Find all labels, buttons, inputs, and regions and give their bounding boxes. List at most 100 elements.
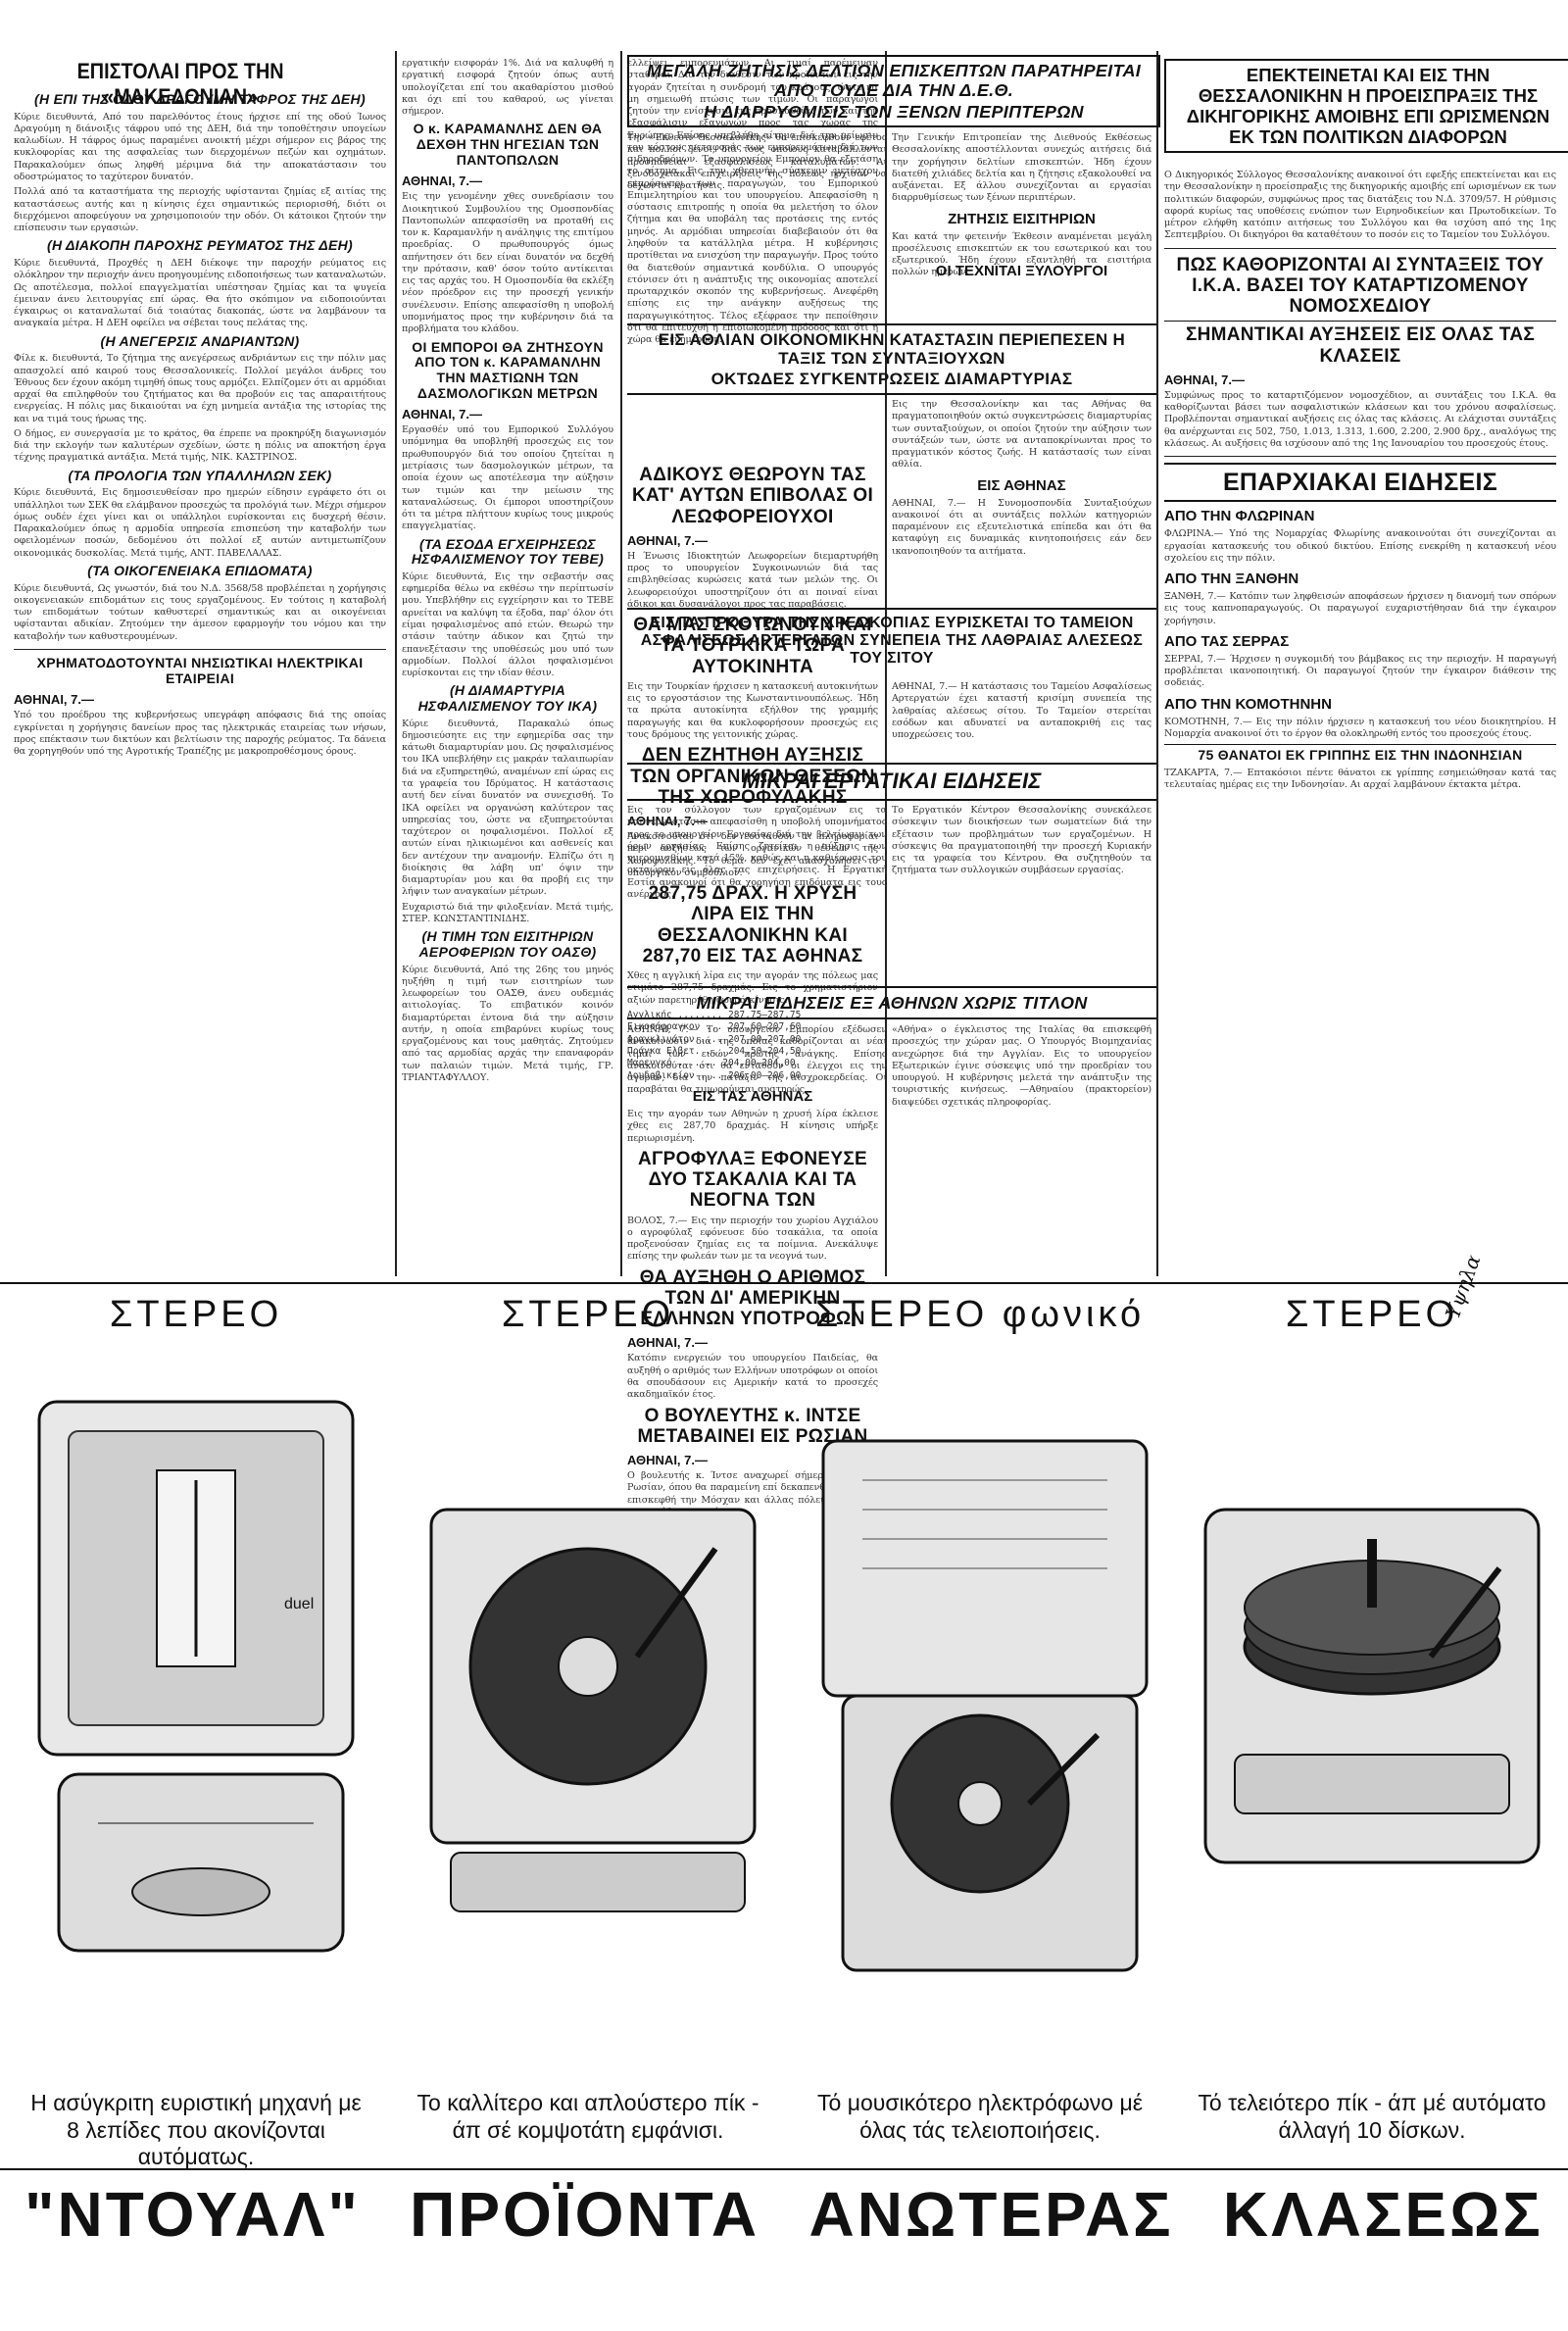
ad-heading: ΣΤΕΡΕΟ — [501, 1294, 675, 1335]
column-rule — [1156, 51, 1158, 1276]
article-text: Υπό του προέδρου της κυβερνήσεως υπεγράφ… — [14, 710, 386, 758]
article-text: Κύριε διευθυντά, Εις την σεβαστήν σας εφ… — [402, 570, 613, 679]
table-row: Φραγκλινάτον .... 207,00—207,00 — [627, 1033, 802, 1045]
column-3-mid: Την «Έκθεσιν Θεσσαλονίκης» θα επισκεφθού… — [627, 129, 887, 195]
news-heading: ΟΙ ΕΜΠΟΡΟΙ ΘΑ ΖΗΤΗΣΟΥΝ ΑΠΟ ΤΟΝ κ. ΚΑΡΑΜΑ… — [412, 338, 604, 401]
ad-heading: ΣΤΕΡΕΟ — [1285, 1294, 1459, 1335]
letter-heading: (ΤΑ ΕΣΟΔΑ ΕΓΧΕΙΡΗΣΕΩΣ ΗΣΦΑΛΙΣΜΕΝΟΥ ΤΟΥ Τ… — [411, 535, 605, 568]
column6-title: ΕΠΕΚΤΕΙΝΕΤΑΙ ΚΑΙ ΕΙΣ ΤΗΝ ΘΕΣΣΑΛΟΝΙΚΗΝ Η … — [1164, 59, 1568, 154]
column-4-lower: ΑΘΗΝΑΙ, 7.— Η κατάστασις του Ταμείου Ασφ… — [892, 678, 1152, 744]
headline-text: ΟΚΤΩΔΕΣ ΣΥΓΚΕΝΤΡΩΣΕΙΣ ΔΙΑΜΑΡΤΥΡΙΑΣ — [710, 370, 1073, 389]
headline-text: ΜΕΓΑΛΗ ΖΗΤΗΣΙΣ ΔΕΛΤΙΩΝ ΕΠΙΣΚΕΠΤΩΝ ΠΑΡΑΤΗ… — [646, 61, 1142, 101]
article-text: Κύριε διευθυντά, Παρακαλώ όπως δημοσιεύσ… — [402, 718, 613, 898]
news-heading: ΑΓΡΟΦΥΛΑΞ ΕΦΟΝΕΥΣΕ ΔΥΟ ΤΣΑΚΑΛΙΑ ΚΑΙ ΤΑ Ν… — [637, 1148, 868, 1212]
column-rule — [885, 51, 887, 1276]
dateline: ΑΘΗΝΑΙ, 7.— — [627, 1335, 708, 1351]
article-text: ΞΑΝΘΗ, 7.— Κατόπιν των ληφθεισών αποφάσε… — [1164, 591, 1556, 626]
letter-heading: (Η ΔΙΑΚΟΠΗ ΠΑΡΟΧΗΣ ΡΕΥΜΑΤΟΣ ΤΗΣ ΔΕΗ) — [46, 237, 354, 254]
dateline: ΑΘΗΝΑΙ, 7.— — [627, 532, 708, 548]
ad-panel: ΣΤΕΡΕΟ duel Η ασύγκριτη ευριστική μηχανή… — [0, 1284, 392, 2317]
news-heading: ΔΕΝ ΕΖΗΤΗΘΗ ΑΥΞΗΣΙΣ ΤΩΝ ΟΡΓΑΝΙΚΩΝ ΘΕΣΕΩΝ… — [630, 745, 875, 808]
section-subheading: ΟΙ ΤΕΧΝΙΤΑΙ ΞΥΛΟΥΡΓΟΙ — [935, 263, 1108, 279]
article-text: ΤΖΑΚΑΡΤΑ, 7.— Επτακόσιοι πέντε θάνατοι ε… — [1164, 767, 1556, 791]
dateline: ΑΘΗΝΑΙ, 7.— — [402, 407, 482, 422]
labor-news-headline: ΜΙΚΡΑΙ ΕΡΓΑΤΙΚΑΙ ΕΙΔΗΣΕΙΣ — [627, 763, 1156, 801]
ad-footer-word: ΚΛΑΣΕΩΣ — [1222, 2179, 1544, 2250]
letter-heading: (Η ΤΙΜΗ ΤΩΝ ΕΙΣΙΤΗΡΙΩΝ ΑΕΡΟΦΕΡΙΩΝ ΤΟΥ ΟΑ… — [418, 928, 597, 960]
news-heading: ΕΠΑΡΧΙΑΚΑΙ ΕΙΔΗΣΕΙΣ — [1164, 463, 1556, 503]
article-text: Ευχαριστώ διά την φιλοξενίαν. Μετά τιμής… — [402, 901, 613, 924]
ad-caption: Η ασύγκριτη ευριστική μηχανή με 8 λεπίδε… — [30, 2090, 362, 2170]
record-player-illustration — [429, 1508, 757, 1912]
table-row: Μαρενγκό ....... 204,00—204,00 — [627, 1058, 796, 1069]
article-text: Κύριε διευθυντά, Εις δημοσιευθείσαν προ … — [14, 487, 386, 559]
article-text: ΣΕΡΡΑΙ, 7.— Ήρχισεν η συγκομιδή του βάμβ… — [1164, 653, 1556, 689]
column-1: (Η ΕΠΙ ΤΗΣ ΟΔΟΥ ΔΡΑΓΟΥΜΗ ΤΑΦΡΟΣ ΤΗΣ ΔΕΗ)… — [14, 88, 386, 761]
article-text: Εις την γενομένην χθες συνεδρίασιν του Δ… — [402, 191, 613, 335]
column-4-carpenters-v: ΟΙ ΤΕΧΝΙΤΑΙ ΞΥΛΟΥΡΓΟΙ — [892, 257, 1152, 283]
column1-title: ΕΠΙΣΤΟΛΑΙ ΠΡΟΣ ΤΗΝ «ΜΑΚΕΔΟΝΙΑΝ» — [76, 59, 284, 109]
ad-footer-word: ΠΡΟΪΟΝΤΑ — [410, 2179, 760, 2250]
ad-caption: Το καλλίτερο και απλούστερο πίκ - άπ σέ … — [416, 2090, 760, 2143]
ad-caption: Τό τελειότερο πίκ - άπ μέ αυτόματο άλλαγ… — [1198, 2090, 1546, 2143]
ad-footer: "ΝΤΟΥΑΛ" ΠΡΟΪΟΝΤΑ ΑΝΩΤΕΡΑΣ ΚΛΑΣΕΩΣ — [0, 2168, 1568, 2251]
table-row: Εικοσάφραγκον ... 207,60—207,60 — [627, 1021, 802, 1033]
stereo-advertisement: ΣΤΕΡΕΟ duel Η ασύγκριτη ευριστική μηχανή… — [0, 1282, 1568, 2317]
column-4-mid: Εις την Θεσσαλονίκην και τας Αθήνας θα π… — [892, 396, 1152, 561]
column-2: εργατικήν εισφοράν 1%. Διά να καλυφθή η … — [402, 55, 613, 1087]
column-4-athens: ΑΘΗΝΑΙ, 7.— Το υπουργείον Εμπορίου εξέδω… — [627, 1021, 887, 1100]
article-text: Και κατά την φετεινήν Έκθεσιν αναμένεται… — [892, 230, 1152, 278]
bakers-fund-headline: ΕΙΣ ΤΑ ΠΡΟΘΥΡΑ ΤΗΣ ΧΡΕΩΚΟΠΙΑΣ ΕΥΡΙΣΚΕΤΑΙ… — [627, 608, 1156, 672]
section-subheading: ΕΙΣ ΤΑΣ ΑΘΗΝΑΣ — [692, 1088, 813, 1106]
article-text: Φίλε κ. διευθυντά, Το ζήτημα της ανεγέρσ… — [14, 353, 386, 424]
phonograph-illustration — [821, 1439, 1149, 1972]
article-text: ελλείψει εμπορευμάτων. Αι τιμαί παρέμειν… — [627, 58, 878, 346]
column-rule — [395, 51, 397, 1276]
pensioners-headline: ΕΙΣ ΑΘΛΙΑΝ ΟΙΚΟΝΟΜΙΚΗΝ ΚΑΤΑΣΤΑΣΙΝ ΠΕΡΙΕΠ… — [627, 323, 1156, 396]
electric-shaver-illustration — [37, 1400, 355, 1953]
section-subheading: ΕΙΣ ΑΘΗΝΑΣ — [977, 476, 1066, 494]
article-text: Εις την αγοράν των Αθηνών η χρυσή λίρα έ… — [627, 1109, 878, 1144]
section-subheading: ΑΠΟ ΤΗΝ ΞΑΝΘΗΝ — [1164, 570, 1299, 588]
column-3: ΑΔΙΚΟΥΣ ΘΕΩΡΟΥΝ ΤΑΣ ΚΑΤ' ΑΥΤΩΝ ΕΠΙΒΟΛΑΣ … — [627, 461, 878, 1521]
gold-price-table: Αγγλικής ........ 287,75—287,75 Εικοσάφρ… — [627, 1010, 878, 1082]
ad-panel: ΣΤΕΡΕΟ φωνικό Τό μουσικότερο ηλεκτρόφωνο… — [784, 1284, 1176, 2317]
table-row: Λουδοβικείον .... 206,00—206,00 — [627, 1069, 802, 1081]
article-text: Την «Έκθεσιν Θεσσαλονίκης» θα επισκεφθού… — [627, 132, 887, 192]
column-3-top: ελλείψει εμπορευμάτων. Αι τιμαί παρέμειν… — [627, 55, 878, 349]
ad-heading: ΣΤΕΡΕΟ — [109, 1294, 283, 1335]
ad-panel: ΣΤΕΡΕΟ Το καλλίτερο και απλούστερο πίκ -… — [392, 1284, 784, 2317]
dateline: ΑΘΗΝΑΙ, 7.— — [1164, 372, 1245, 387]
ad-footer-brand: "ΝΤΟΥΑΛ" — [24, 2179, 361, 2250]
letter-heading: (Η ΔΙΑΜΑΡΤΥΡΙΑ ΗΣΦΑΛΙΣΜΕΝΟΥ ΤΟΥ ΙΚΑ) — [417, 682, 598, 715]
article-text: Ανακοινούται ότι δεν ευσταθούν αι πληροφ… — [627, 831, 878, 878]
record-changer-illustration — [1203, 1508, 1541, 1864]
letter-heading: (Η ΑΝΕΓΕΡΣΙΣ ΑΝΔΡΙΑΝΤΩΝ) — [100, 332, 300, 349]
news-heading: ΑΔΙΚΟΥΣ ΘΕΩΡΟΥΝ ΤΑΣ ΚΑΤ' ΑΥΤΩΝ ΕΠΙΒΟΛΑΣ … — [631, 465, 874, 527]
article-text: Συμφώνως προς το καταρτιζόμενον νομοσχέδ… — [1164, 389, 1556, 449]
article-text: Κύριε διευθυντά, Ως γνωστόν, διά του Ν.Δ… — [14, 582, 386, 642]
news-heading: Ο ΒΟΥΛΕΥΤΗΣ κ. ΙΝΤΣΕ ΜΕΤΑΒΑΙΝΕΙ ΕΙΣ ΡΩΣΙ… — [637, 1405, 868, 1447]
section-subheading: ΖΗΤΗΣΙΣ ΕΙΣΙΤΗΡΙΩΝ — [948, 210, 1096, 227]
article-text: Εργασθέν υπό του Εμπορικού Συλλόγου υπόμ… — [402, 424, 613, 532]
article-text: Πολλά από τα καταστήματα της περιοχής υφ… — [14, 186, 386, 234]
column-4-labor-b: Το Εργατικόν Κέντρον Θεσσαλονίκης συνεκά… — [892, 802, 1152, 880]
dateline: ΑΘΗΝΑΙ, 7.— — [14, 692, 94, 708]
letter-heading: (ΤΑ ΟΙΚΟΓΕΝΕΙΑΚΑ ΕΠΙΔΟΜΑΤΑ) — [87, 562, 313, 578]
dateline: ΑΘΗΝΑΙ, 7.— — [402, 174, 482, 189]
ad-panel: ΣΤΕΡΕΟ Τό τελειότερο πίκ - άπ μέ αυτόματ… — [1176, 1284, 1568, 2317]
ad-footer-word: ΑΝΩΤΕΡΑΣ — [808, 2179, 1174, 2250]
column-4-body: Την Γενικήν Επιτροπείαν της Διεθνούς Εκθ… — [892, 129, 1152, 282]
column-4-athens-b: «Αθήνα» ο έγκλειστος της Ιταλίας θα επισ… — [892, 1021, 1152, 1112]
news-heading: Ο κ. ΚΑΡΑΜΑΝΛΗΣ ΔΕΝ ΘΑ ΔΕΧΘΗ ΤΗΝ ΗΓΕΣΙΑΝ… — [413, 121, 603, 168]
article-text: ΑΘΗΝΑΙ, 7.— Το υπουργείον Εμπορίου εξέδω… — [627, 1024, 887, 1096]
section-subheading: ΑΠΟ ΤΗΝ ΚΟΜΟΤΗΝΗΝ — [1164, 695, 1332, 713]
article-text: Κύριε διευθυντά, Προχθές η ΔΕΗ διέκοψε τ… — [14, 258, 386, 329]
dateline: ΑΘΗΝΑΙ, 7.— — [627, 814, 708, 829]
article-text: ΑΘΗΝΑΙ, 7.— Η κατάστασις του Ταμείου Ασφ… — [892, 681, 1152, 741]
headline-text: ΜΙΚΡΑΙ ΕΙΔΗΣΕΙΣ ΕΞ ΑΘΗΝΩΝ ΧΩΡΙΣ ΤΙΤΛΟΝ — [696, 993, 1088, 1013]
article-text: ΑΘΗΝΑΙ, 7.— Η Συνομοσπονδία Συνταξιούχων… — [892, 497, 1152, 557]
article-text: Το Εργατικόν Κέντρον Θεσσαλονίκης συνεκά… — [892, 805, 1152, 876]
article-text: Κατόπιν ενεργειών του υπουργείου Παιδεία… — [627, 1353, 878, 1401]
article-text: Την Γενικήν Επιτροπείαν της Διεθνούς Εκθ… — [892, 132, 1152, 204]
